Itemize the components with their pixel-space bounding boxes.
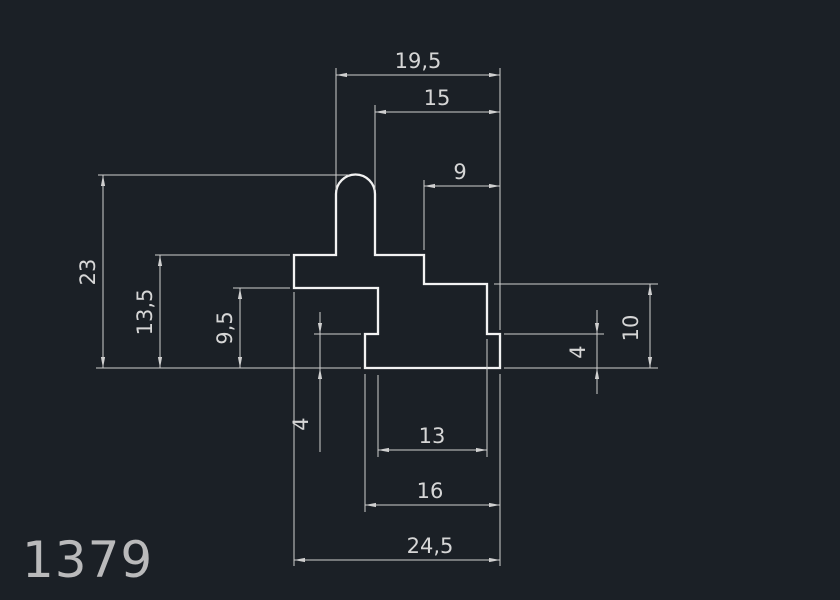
dim-label-arm-bottom: 9,5 xyxy=(213,311,237,344)
dim-height-overall: 23 xyxy=(76,175,106,368)
dim-right-step: 10 xyxy=(619,284,653,368)
dim-bottom-body: 13 xyxy=(378,424,487,453)
dim-flange-right: 4 xyxy=(566,310,600,394)
dim-label-top-overall: 19,5 xyxy=(395,49,442,73)
dim-top-overall: 19,5 xyxy=(336,49,500,78)
dim-bottom-flange: 16 xyxy=(365,479,500,508)
dim-flange-left: 4 xyxy=(289,312,323,452)
dim-label-top-step: 9 xyxy=(453,160,466,184)
dim-top-to-stem: 15 xyxy=(375,86,500,115)
dim-label-flange-right: 4 xyxy=(566,345,590,358)
part-number: 1379 xyxy=(22,531,153,589)
dim-bottom-overall: 24,5 xyxy=(294,534,500,563)
dim-label-arm-top: 13,5 xyxy=(133,289,157,336)
dim-label-bottom-body: 13 xyxy=(419,424,446,448)
dim-label-bottom-flange: 16 xyxy=(417,479,444,503)
extension-lines xyxy=(96,68,658,566)
dim-label-top-to-stem: 15 xyxy=(424,86,451,110)
dim-label-flange-left: 4 xyxy=(289,417,313,430)
dim-top-step: 9 xyxy=(424,160,500,189)
dim-arm-bottom: 9,5 xyxy=(213,288,243,368)
profile-outline xyxy=(292,173,502,370)
dim-label-height-overall: 23 xyxy=(76,259,100,286)
dim-label-right-step: 10 xyxy=(619,315,643,342)
dim-arm-top: 13,5 xyxy=(133,255,163,368)
dim-label-bottom-overall: 24,5 xyxy=(407,534,454,558)
